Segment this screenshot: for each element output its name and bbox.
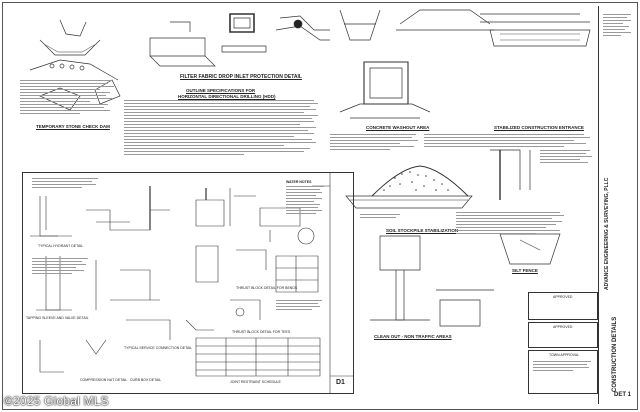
outline-specs-title-1: OUTLINE SPECIFICATIONS FOR: [186, 88, 256, 93]
curb-box-title: CURB BOX DETAIL: [130, 378, 162, 382]
entrance-notes-text: [424, 134, 594, 149]
thrust-block-tees-title: THRUST BLOCK DETAIL FOR TEES: [232, 330, 291, 334]
sheet-number: DET 1: [614, 392, 632, 398]
water-spec-notes-a: [32, 178, 102, 190]
title-block: [598, 6, 636, 404]
soil-stockpile-title: SOIL STOCKPILE STABILIZATION: [386, 228, 459, 233]
approval-label-2: APPROVED: [553, 325, 573, 329]
approval-box-1: APPROVED: [528, 292, 598, 320]
filter-fabric-detail-title: FILTER FABRIC DROP INLET PROTECTION DETA…: [180, 74, 302, 80]
water-notes-text-lower: [276, 300, 326, 312]
mls-watermark: ©2025 Global MLS: [4, 394, 109, 408]
hydrant-detail-title: TYPICAL HYDRANT DETAIL: [38, 244, 84, 248]
water-notes-title: WATER NOTES: [286, 180, 312, 184]
stabilized-entrance-title: STABILIZED CONSTRUCTION ENTRANCE: [494, 125, 584, 130]
stone-check-dam-title: TEMPORARY STONE CHECK DAM: [36, 124, 110, 129]
outline-specs-title-2: HORIZONTAL DIRECTIONAL DRILLING (HDD): [178, 94, 276, 99]
compression-nut-title: COMPRESSION NUT DETAIL: [80, 378, 128, 382]
joint-restraint-title: JOINT RESTRAINT SCHEDULE: [230, 380, 281, 384]
town-approval-text: [533, 361, 593, 373]
water-details-inset-sheet: [22, 172, 354, 394]
town-approval-label: TOWN APPROVAL: [549, 353, 580, 357]
cleanout-title: CLEAN OUT - NON TRAFFIC AREAS: [374, 334, 452, 339]
service-connection-title: TYPICAL SERVICE CONNECTION DETAIL: [124, 346, 193, 350]
stockpile-notes-text: [456, 212, 566, 236]
thrust-block-bends-title: THRUST BLOCK DETAIL FOR BENDS: [236, 286, 298, 290]
approval-box-2: APPROVED: [528, 322, 598, 348]
water-notes-text: [286, 186, 326, 216]
washout-notes-text: [330, 134, 420, 152]
stockpile-left-notes: [360, 214, 450, 220]
check-dam-notes-text: [20, 80, 116, 116]
revision-table: [603, 14, 633, 38]
sheet-title: CONSTRUCTION DETAILS: [612, 316, 618, 392]
town-approval-box: TOWN APPROVAL: [528, 350, 598, 394]
tapping-sleeve-title: TAPPING SLEEVE AND VALVE DETAIL: [26, 316, 89, 320]
hdd-specifications-text: [124, 100, 320, 157]
approval-label-1: APPROVED: [553, 295, 573, 299]
inset-sheet-mark: D1: [336, 379, 345, 386]
silt-fence-title: SILT FENCE: [512, 268, 538, 273]
firm-name: ADVANCE ENGINEERING & SURVEYING, PLLC: [604, 177, 610, 290]
water-spec-notes-b: [32, 258, 92, 276]
concrete-washout-title: CONCRETE WASHOUT AREA: [366, 125, 430, 130]
silt-fence-side-notes: [540, 150, 594, 165]
